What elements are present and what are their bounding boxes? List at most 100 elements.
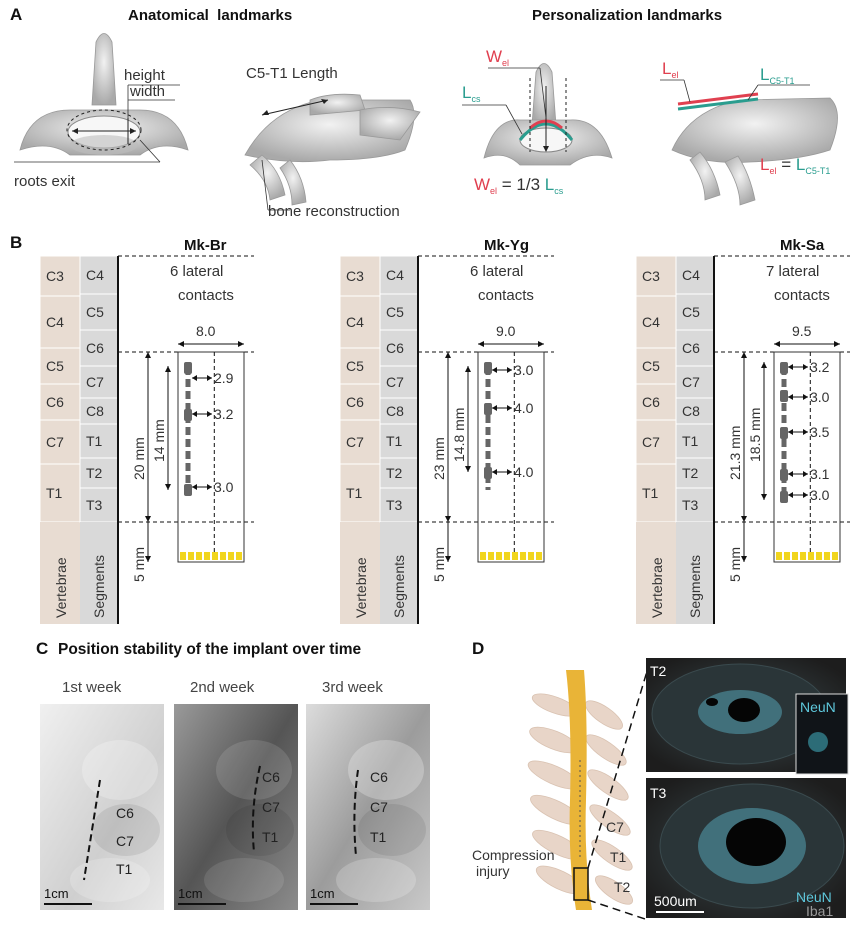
panel-d-label: D (472, 639, 484, 658)
vertebra-label: C5 (346, 358, 364, 374)
contacts-line-1: 7 lateral (766, 263, 819, 280)
segment-label: C6 (386, 340, 404, 356)
connector-pad (504, 552, 510, 560)
segment-label: C5 (682, 304, 700, 320)
t3-label: T3 (650, 785, 667, 801)
vertebrae-axis-label: Vertebrae (53, 557, 69, 618)
segment-label: C6 (682, 340, 700, 356)
width-value: 9.5 (792, 323, 812, 339)
xray-level-label: C6 (116, 805, 134, 821)
bottom-length: 5 mm (727, 547, 743, 582)
vertebra-cell (339, 295, 381, 349)
contacts-line-2: contacts (178, 287, 234, 304)
iba1-label: Iba1 (806, 903, 833, 919)
gap-value: 4.0 (514, 464, 534, 480)
segment-cell (675, 255, 715, 295)
segment-label: T1 (86, 433, 103, 449)
gap-value: 3.0 (810, 487, 830, 503)
vertebra-label: C5 (46, 358, 64, 374)
segment-label: T2 (386, 465, 403, 481)
hist-scale-label: 500um (654, 893, 697, 909)
electrode-contact (780, 491, 788, 503)
vertebra-footer (40, 522, 80, 624)
gap-value: 2.9 (214, 370, 234, 386)
width-value: 9.0 (496, 323, 516, 339)
bone-reconstruction-label: bone reconstruction (268, 203, 400, 220)
vertebra-cell (39, 347, 81, 385)
vertebra-illustration-3 (462, 63, 613, 166)
vertebra-label: C3 (346, 268, 364, 284)
segment-label: C4 (682, 267, 700, 283)
lc5t1-label: LC5-T1 (760, 65, 794, 86)
vertebra-label: C5 (642, 358, 660, 374)
electrode-contact (184, 484, 192, 496)
segment-label: C5 (86, 304, 104, 320)
vertebra-label: C3 (46, 268, 64, 284)
neun-top-label: NeuN (800, 699, 836, 715)
subpanel-c: C3C4C5C6C7T1VertebraeC4C5C6C7C8T1T2T3Seg… (339, 237, 554, 624)
wel-label: Wel (486, 47, 509, 68)
panel-c-title: Position stability of the implant over t… (58, 641, 362, 658)
formula-lel: Lel = LC5-T1 (760, 155, 830, 176)
vertebra-cell (339, 347, 381, 385)
segment-label: C8 (386, 403, 404, 419)
xray-level-label: C6 (370, 769, 388, 785)
histology-t3 (646, 778, 846, 918)
vertebra-cell (339, 383, 381, 421)
segment-cell (379, 293, 419, 331)
contacts-line-2: contacts (478, 287, 534, 304)
segment-cell (379, 329, 419, 367)
subpanel-b: C3C4C5C6C7T1VertebraeC4C5C6C7C8T1T2T3Seg… (39, 237, 254, 624)
vertebrae-axis-label: Vertebrae (353, 557, 369, 618)
vertebra-cell (635, 347, 677, 385)
spinal-cord-illustration (527, 667, 649, 921)
gap-value: 3.2 (214, 406, 234, 422)
segments-axis-label: Segments (391, 555, 407, 618)
height-label: height (124, 67, 166, 84)
connector-pad (792, 552, 798, 560)
week-label: 3rd week (322, 679, 383, 696)
contacts-line-1: 6 lateral (170, 263, 223, 280)
personalization-title: Personalization landmarks (532, 7, 722, 24)
panel-b-label: B (10, 233, 22, 252)
implant-outline (177, 351, 245, 563)
vertebra-label: C6 (346, 394, 364, 410)
gap-value: 3.0 (810, 389, 830, 405)
connector-pad (212, 552, 218, 560)
connector-pad (776, 552, 782, 560)
formula-wel: Wel = 1/3 Lcs (474, 175, 564, 196)
electrode-contact (780, 362, 788, 374)
segment-cell (79, 293, 119, 331)
outer-length: 20 mm (131, 437, 147, 480)
vertebra-label: C3 (642, 268, 660, 284)
inner-length: 18.5 mm (747, 408, 763, 462)
xray-level-label: C7 (262, 799, 280, 815)
spine-column-illustration-2 (671, 97, 838, 206)
inner-length: 14 mm (151, 419, 167, 462)
inner-length: 14.8 mm (451, 408, 467, 462)
vertebra-label: T1 (346, 485, 363, 501)
subject-title: Mk-Yg (484, 237, 529, 254)
anatomical-title: Anatomical landmarks (128, 7, 292, 24)
xray-level-label: C7 (116, 833, 134, 849)
outer-length: 21.3 mm (727, 426, 743, 480)
segment-cell (79, 329, 119, 367)
segment-label: C5 (386, 304, 404, 320)
vertebra-cell (635, 255, 677, 297)
level-t1-d: T1 (610, 849, 627, 865)
gap-value: 3.2 (810, 359, 830, 375)
segment-label: C7 (682, 374, 700, 390)
segment-label: C8 (86, 403, 104, 419)
connector-pad (196, 552, 202, 560)
gap-value: 3.1 (810, 466, 830, 482)
segment-footer (80, 522, 118, 624)
segment-label: C7 (86, 374, 104, 390)
gap-value: 3.0 (214, 479, 234, 495)
gap-value: 3.5 (810, 424, 830, 440)
xray-level-label: T1 (370, 829, 387, 845)
electrode-contact (780, 469, 788, 481)
connector-pad (220, 552, 226, 560)
